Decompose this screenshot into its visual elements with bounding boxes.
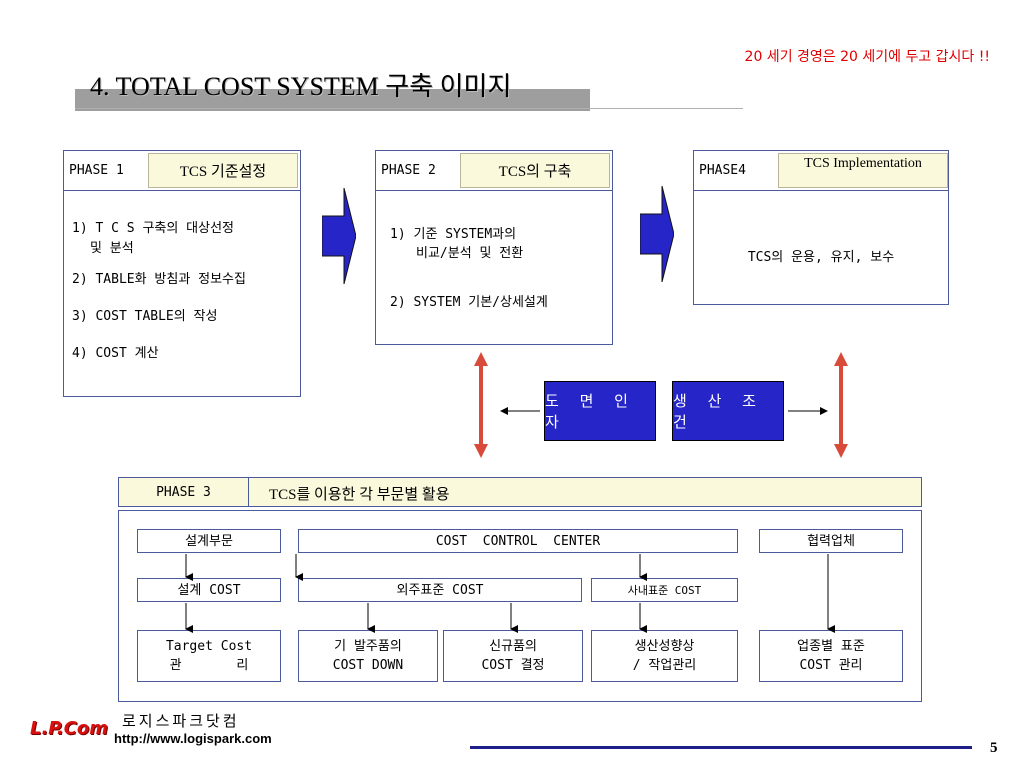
left-arrow-icon (500, 407, 540, 415)
cost-down-box: 기 발주품의 COST DOWN (298, 630, 438, 682)
target-cost-box: Target Cost 관 리 (137, 630, 281, 682)
phase1-name: TCS 기준설정 (148, 153, 298, 188)
logispark-logo: L.P.Com (30, 718, 109, 739)
industry-standard-line2: COST 관리 (799, 658, 863, 673)
phase4-tag: PHASE4 (699, 163, 746, 178)
phase1-item: 4) COST 계산 (72, 346, 159, 361)
phase3-name: TCS를 이용한 각 부문별 활용 (269, 487, 450, 503)
design-cost-label: 설계 COST (177, 582, 241, 598)
productivity-box: 생산성향상 / 작업관리 (591, 630, 738, 682)
company-name: 로지스파크닷컴 (122, 712, 240, 730)
new-part-cost-line2: COST 결정 (481, 658, 545, 673)
phase3-header: PHASE 3 TCS를 이용한 각 부문별 활용 (118, 477, 922, 507)
partner-company-box: 협력업체 (759, 529, 903, 553)
phase2-tag: PHASE 2 (381, 163, 436, 178)
industry-standard-line1: 업종별 표준 (797, 639, 865, 654)
industry-standard-box: 업종별 표준 COST 관리 (759, 630, 903, 682)
phase1-header: PHASE 1 TCS 기준설정 (64, 151, 300, 191)
cost-down-line1: 기 발주품의 (334, 639, 402, 654)
target-cost-line2: 관 리 (169, 658, 249, 673)
double-arrow-icon (474, 352, 488, 458)
productivity-line2: / 작업관리 (632, 658, 697, 673)
tagline: 20 세기 경영은 20 세기에 두고 갑시다 !! (744, 49, 990, 65)
phase2-item: 1) 기준 SYSTEM과의 (390, 227, 517, 242)
cost-control-center-label: COST CONTROL CENTER (435, 533, 601, 549)
partner-company-label: 협력업체 (807, 533, 855, 549)
right-arrow-icon (788, 407, 828, 415)
flow-arrow-icon (322, 188, 356, 284)
title-underline-bar (75, 89, 590, 111)
outsourcing-standard-cost-box: 외주표준 COST (298, 578, 582, 602)
phase1-item: 1) T C S 구축의 대상선정 (72, 221, 234, 236)
company-url[interactable]: http://www.logispark.com (114, 731, 272, 746)
cost-control-center-box: COST CONTROL CENTER (298, 529, 738, 553)
title-rule (75, 108, 743, 109)
design-dept-box: 설계부문 (137, 529, 281, 553)
cost-down-line2: COST DOWN (332, 658, 404, 673)
production-condition-badge: 생 산 조 건 (672, 381, 784, 441)
phase4-body: TCS의 운용, 유지, 보수 (747, 250, 895, 265)
phase1-item: 3) COST TABLE의 작성 (72, 309, 218, 324)
inhouse-standard-cost-label: 사내표준 COST (627, 583, 702, 597)
design-cost-box: 설계 COST (137, 578, 281, 602)
target-cost-line1: Target Cost (165, 639, 253, 654)
phase4-name: TCS Implementation (778, 153, 948, 188)
page-number: 5 (990, 740, 998, 756)
new-part-cost-line1: 신규품의 (489, 639, 537, 654)
phase2-box: PHASE 2 TCS의 구축 1) 기준 SYSTEM과의 비교/분석 및 전… (375, 150, 613, 345)
double-arrow-icon (834, 352, 848, 458)
phase1-item: 및 분석 (90, 241, 134, 256)
phase2-item: 비교/분석 및 전환 (416, 246, 524, 261)
phase2-header: PHASE 2 TCS의 구축 (376, 151, 612, 191)
phase1-tag: PHASE 1 (69, 163, 124, 178)
design-dept-label: 설계부문 (185, 533, 233, 549)
phase4-header: PHASE4 TCS Implementation (694, 151, 948, 191)
phase2-name: TCS의 구축 (460, 153, 610, 188)
outsourcing-standard-cost-label: 외주표준 COST (396, 582, 484, 598)
flow-arrow-icon (640, 186, 674, 282)
phase2-item: 2) SYSTEM 기본/상세설계 (390, 295, 548, 310)
phase4-box: PHASE4 TCS Implementation TCS의 운용, 유지, 보… (693, 150, 949, 305)
inhouse-standard-cost-box: 사내표준 COST (591, 578, 738, 602)
footer-rule (470, 746, 972, 749)
phase3-connectors (185, 554, 835, 633)
page-title: 4. TOTAL COST SYSTEM 구축 이미지 (90, 72, 512, 101)
productivity-line1: 생산성향상 (634, 639, 695, 654)
phase1-item: 2) TABLE화 방침과 정보수집 (72, 272, 246, 287)
phase1-box: PHASE 1 TCS 기준설정 1) T C S 구축의 대상선정 및 분석 … (63, 150, 301, 397)
phase3-tag: PHASE 3 (119, 478, 249, 506)
drawing-factor-badge: 도 면 인 자 (544, 381, 656, 441)
